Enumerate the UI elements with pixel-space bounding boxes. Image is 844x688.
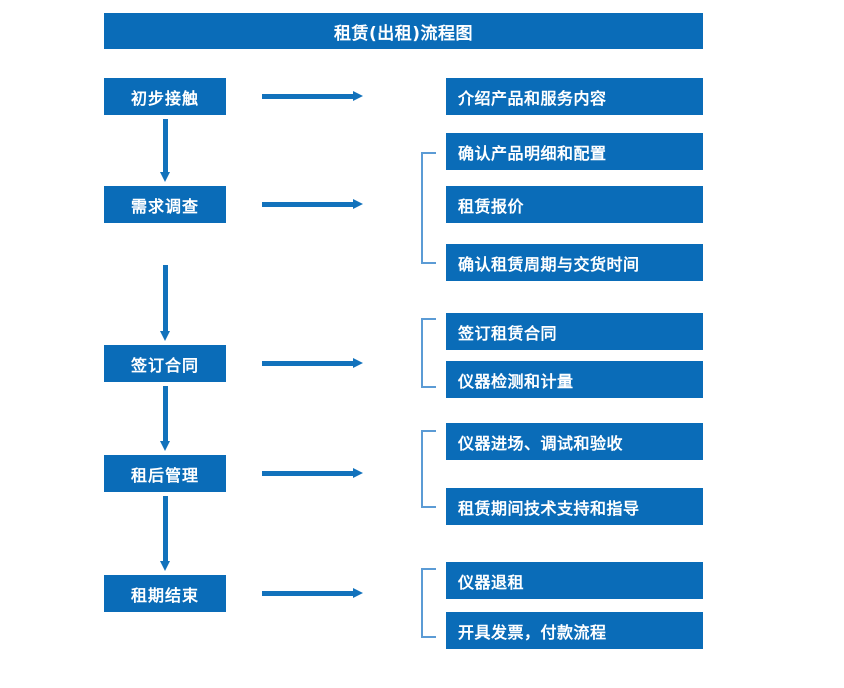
connector-arrow-4-5 — [160, 496, 171, 571]
detail-box-6[interactable]: 仪器检测和计量 — [446, 361, 703, 398]
detail-box-4[interactable]: 确认租赁周期与交货时间 — [446, 244, 703, 281]
stage-box-5[interactable]: 租期结束 — [104, 575, 226, 612]
arrow-head — [353, 468, 363, 478]
flow-arrow-stage-5 — [262, 588, 363, 599]
arrow-head — [160, 331, 170, 341]
group-bracket-5 — [421, 568, 436, 638]
connector-arrow-3-4 — [160, 386, 171, 451]
detail-box-8[interactable]: 租赁期间技术支持和指导 — [446, 488, 703, 525]
group-bracket-4 — [421, 430, 436, 508]
arrow-shaft — [262, 591, 354, 596]
arrow-shaft — [163, 265, 168, 332]
arrow-head — [160, 172, 170, 182]
stage-box-2[interactable]: 需求调查 — [104, 186, 226, 223]
detail-box-5[interactable]: 签订租赁合同 — [446, 313, 703, 350]
stage-box-1[interactable]: 初步接触 — [104, 78, 226, 115]
group-bracket-2 — [421, 152, 436, 264]
arrow-head — [353, 199, 363, 209]
detail-box-1[interactable]: 介绍产品和服务内容 — [446, 78, 703, 115]
flow-arrow-stage-1 — [262, 91, 363, 102]
group-bracket-3 — [421, 318, 436, 388]
arrow-head — [160, 561, 170, 571]
arrow-shaft — [163, 496, 168, 562]
arrow-shaft — [262, 94, 354, 99]
stage-box-3[interactable]: 签订合同 — [104, 345, 226, 382]
connector-arrow-2-3 — [160, 265, 171, 341]
arrow-shaft — [163, 119, 168, 173]
detail-box-10[interactable]: 开具发票，付款流程 — [446, 612, 703, 649]
stage-box-4[interactable]: 租后管理 — [104, 455, 226, 492]
detail-box-3[interactable]: 租赁报价 — [446, 186, 703, 223]
page-title: 租赁(出租)流程图 — [104, 13, 703, 49]
detail-box-2[interactable]: 确认产品明细和配置 — [446, 133, 703, 170]
arrow-shaft — [262, 361, 354, 366]
detail-box-9[interactable]: 仪器退租 — [446, 562, 703, 599]
detail-box-7[interactable]: 仪器进场、调试和验收 — [446, 423, 703, 460]
flow-arrow-stage-3 — [262, 358, 363, 369]
arrow-head — [353, 91, 363, 101]
arrow-head — [353, 588, 363, 598]
connector-arrow-1-2 — [160, 119, 171, 182]
arrow-shaft — [163, 386, 168, 442]
arrow-head — [353, 358, 363, 368]
flow-arrow-stage-4 — [262, 468, 363, 479]
arrow-shaft — [262, 202, 354, 207]
arrow-head — [160, 441, 170, 451]
flow-arrow-stage-2 — [262, 199, 363, 210]
arrow-shaft — [262, 471, 354, 476]
